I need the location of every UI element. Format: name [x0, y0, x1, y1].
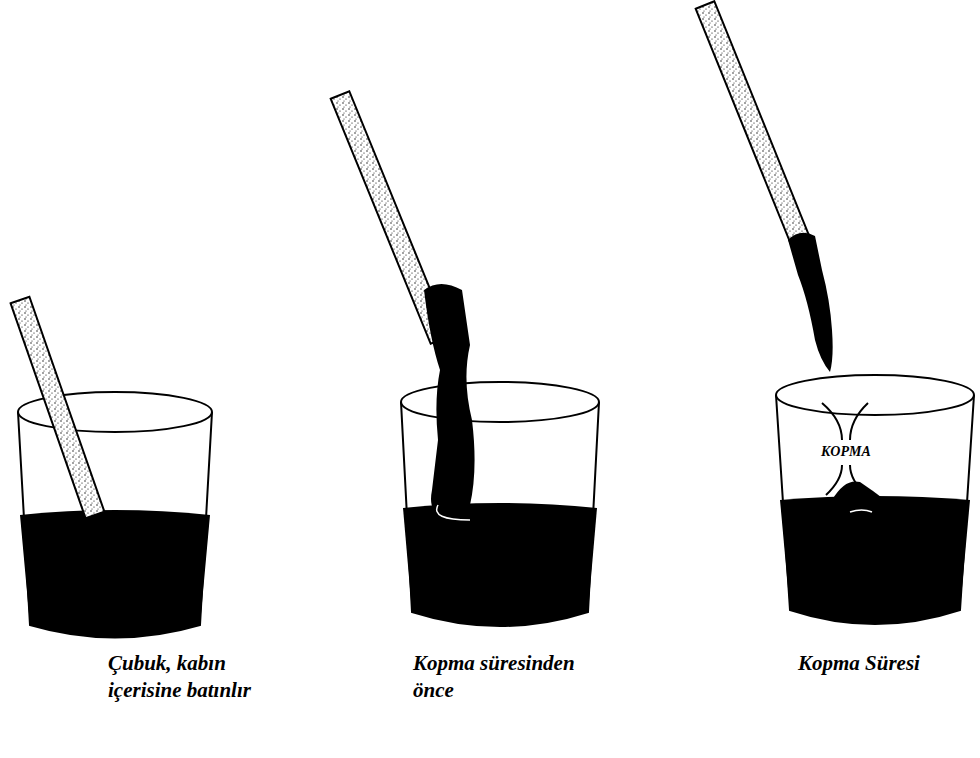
- break-label: KOPMA: [819, 443, 873, 461]
- beaker: [696, 1, 974, 624]
- step-caption: Çubuk, kabın içerisine batınlır: [108, 650, 298, 705]
- step-caption: Kopma süresinden önce: [413, 650, 613, 705]
- beaker: [11, 297, 212, 638]
- beaker: [331, 91, 599, 626]
- step-caption: Kopma Süresi: [798, 650, 968, 677]
